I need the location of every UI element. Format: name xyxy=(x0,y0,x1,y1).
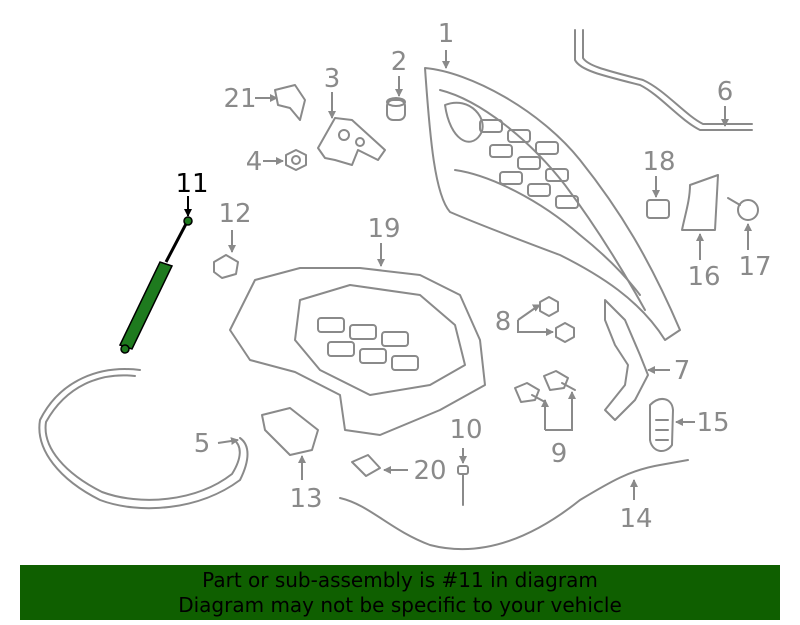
part-7-hinge xyxy=(604,299,649,421)
part-21-bracket xyxy=(274,84,306,121)
part-5-release-cable xyxy=(38,368,249,510)
callout-12: 12 xyxy=(218,199,251,229)
callout-5: 5 xyxy=(194,429,211,459)
part-16-side-trim xyxy=(681,174,719,231)
callout-19: 19 xyxy=(367,214,400,244)
part-12-plug xyxy=(213,254,239,279)
callout-labels: 1 2 3 4 21 6 18 16 17 11 12 19 8 7 9 15 … xyxy=(175,19,771,534)
callout-11: 11 xyxy=(175,169,208,199)
callout-1: 1 xyxy=(438,19,455,49)
part-1-hood-panel xyxy=(424,67,681,341)
part-2-bump-stop xyxy=(386,97,406,121)
callout-10: 10 xyxy=(449,415,482,445)
banner-line-1: Part or sub-assembly is #11 in diagram xyxy=(202,567,598,592)
part-14-cable xyxy=(339,459,689,551)
leader-lines xyxy=(184,50,752,500)
callout-15: 15 xyxy=(696,408,729,438)
callout-9: 9 xyxy=(551,439,568,469)
part-10-prop-rod xyxy=(457,465,469,506)
part-6-weatherstrip xyxy=(574,29,753,131)
callout-14: 14 xyxy=(619,504,652,534)
part-15-grommet xyxy=(649,398,674,452)
banner-line-2: Diagram may not be specific to your vehi… xyxy=(178,592,622,617)
callout-13: 13 xyxy=(289,484,322,514)
part-9-bolts xyxy=(514,370,576,403)
callout-8: 8 xyxy=(495,307,512,337)
parts-diagram: 1 2 3 4 21 6 18 16 17 11 12 19 8 7 9 15 … xyxy=(38,19,772,551)
callout-17: 17 xyxy=(738,252,771,282)
part-19-insulator-pad xyxy=(229,267,486,436)
part-20-clip xyxy=(351,454,381,477)
callout-18: 18 xyxy=(642,147,675,177)
callout-4: 4 xyxy=(246,147,263,177)
callout-2: 2 xyxy=(391,47,408,77)
callout-16: 16 xyxy=(687,262,720,292)
callout-7: 7 xyxy=(674,356,691,386)
part-4-nut xyxy=(285,149,307,171)
part-18-clip xyxy=(646,199,670,219)
part-17-screw xyxy=(727,197,759,221)
part-3-hood-latch xyxy=(317,117,386,166)
callout-21: 21 xyxy=(223,84,256,114)
callout-3: 3 xyxy=(324,64,341,94)
callout-6: 6 xyxy=(717,77,734,107)
callout-20: 20 xyxy=(413,456,446,486)
part-11-gas-strut xyxy=(118,216,193,354)
part-notice-banner: Part or sub-assembly is #11 in diagram D… xyxy=(20,565,780,620)
part-13-handle xyxy=(261,407,319,456)
part-8-nuts xyxy=(539,296,575,343)
